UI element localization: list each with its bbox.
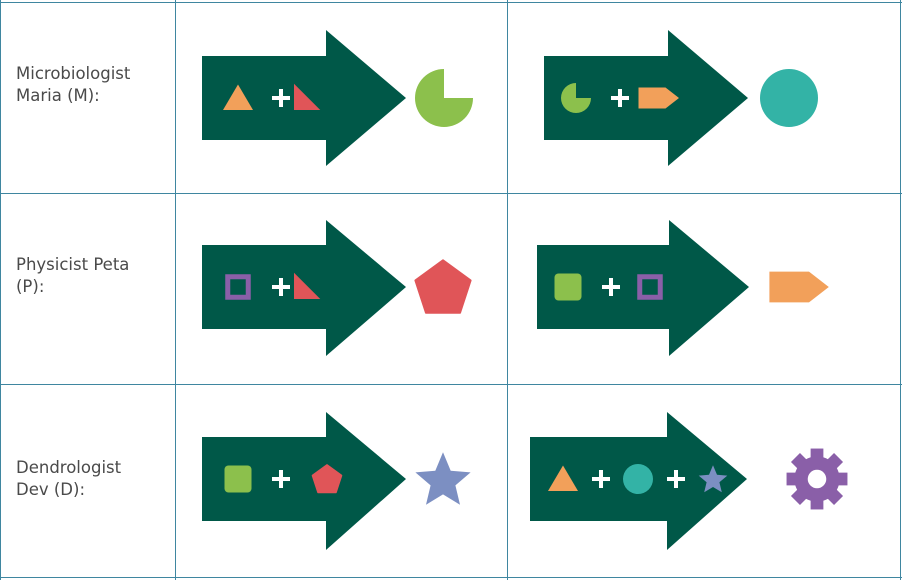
reaction-arrow (537, 220, 749, 356)
corner-triangle-icon (294, 83, 321, 110)
row-divider (0, 384, 902, 385)
circle-icon (760, 69, 818, 127)
reaction-cell (508, 3, 900, 193)
rounded-square-icon (554, 273, 582, 301)
reaction-cell (508, 194, 900, 384)
gear-icon (786, 448, 848, 510)
table-border-bottom (0, 577, 902, 578)
pac-circle-icon (561, 83, 591, 113)
hollow-square-icon (637, 274, 663, 300)
reaction-diagram (202, 30, 473, 166)
column-divider (175, 0, 176, 580)
pac-circle-icon (415, 69, 473, 127)
plus-icon (592, 470, 610, 488)
reaction-diagram (202, 220, 472, 356)
scientist-label: Dendrologist Dev (D): (16, 458, 122, 499)
reaction-diagram (537, 220, 829, 356)
table-border-right (900, 0, 901, 580)
star-icon (415, 452, 471, 505)
arrow-pentagon-icon (769, 271, 829, 303)
reaction-diagram (202, 412, 471, 550)
reaction-diagram (530, 412, 848, 550)
table-border-top (0, 2, 902, 3)
scientist-label: Microbiologist Maria (M): (16, 64, 131, 105)
reaction-cell (176, 3, 507, 193)
plus-icon (611, 89, 629, 107)
triangle-icon (223, 84, 253, 110)
hollow-square-icon (225, 274, 251, 300)
reaction-diagram (544, 30, 818, 166)
plus-icon (667, 470, 685, 488)
reaction-cell (508, 385, 900, 577)
corner-triangle-icon (294, 272, 321, 299)
table-border-left (0, 0, 1, 580)
pentagon-icon (414, 259, 472, 314)
rounded-square-icon (224, 465, 252, 493)
star-icon (698, 465, 728, 493)
plus-icon (272, 89, 290, 107)
arrow-pentagon-icon (638, 87, 679, 109)
plus-icon (602, 278, 620, 296)
plus-icon (272, 470, 290, 488)
circle-icon (623, 464, 653, 494)
plus-icon (272, 278, 290, 296)
column-divider (507, 0, 508, 580)
triangle-icon (548, 465, 578, 491)
reaction-cell (176, 385, 507, 577)
scientist-label: Physicist Peta (P): (16, 255, 130, 296)
row-divider (0, 193, 902, 194)
reaction-cell (176, 194, 507, 384)
pentagon-icon (311, 464, 343, 494)
reaction-arrow (202, 412, 406, 550)
